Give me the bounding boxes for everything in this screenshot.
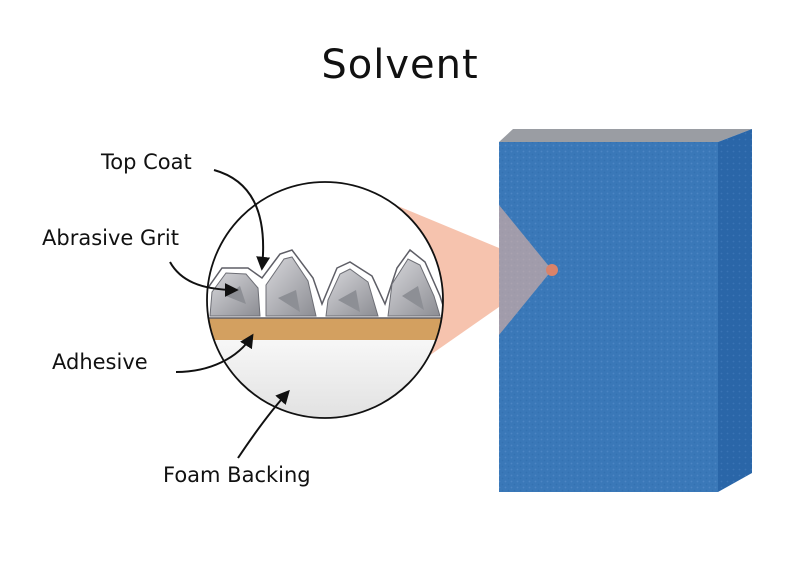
label-adhesive: Adhesive [52, 350, 148, 374]
adhesive-arrow [175, 333, 254, 373]
adhesive-layer [207, 318, 443, 340]
diagram-title: Solvent [321, 42, 479, 88]
magnifier-circle [206, 181, 444, 419]
magnified-point [546, 264, 558, 276]
top-coat-arrow [213, 169, 271, 271]
label-top-coat: Top Coat [101, 150, 192, 174]
sponge-top-face [499, 129, 752, 142]
label-foam-backing: Foam Backing [163, 463, 311, 487]
abrasive-grit-arrow [169, 261, 239, 297]
foam-backing-arrow [237, 389, 290, 459]
foam-backing-layer [207, 340, 443, 418]
label-abrasive-grit: Abrasive Grit [42, 226, 179, 250]
sponge-block [499, 129, 752, 492]
